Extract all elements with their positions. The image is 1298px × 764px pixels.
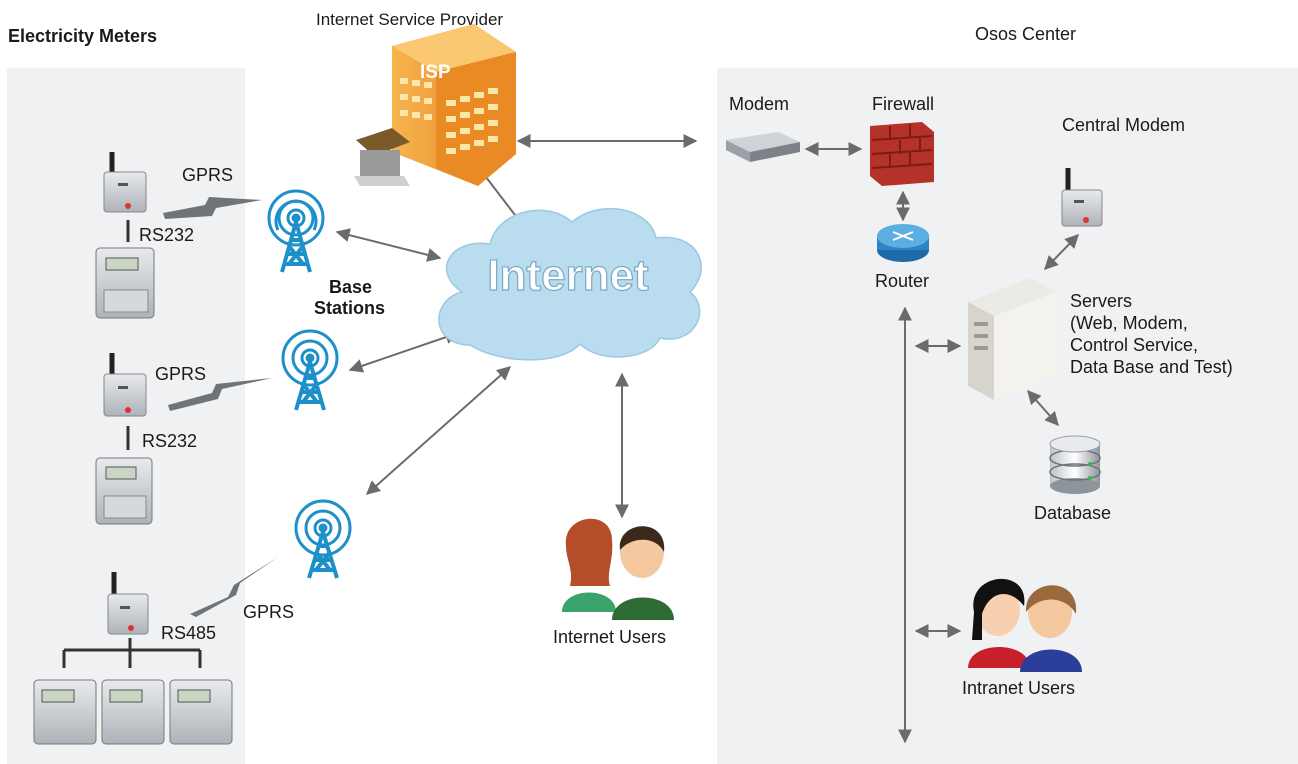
rs232-label-2: RS232 bbox=[142, 431, 198, 451]
electricity-meter-2 bbox=[95, 457, 153, 525]
gprs-bolt-2 bbox=[168, 378, 272, 411]
intranet-users-label: Intranet Users bbox=[962, 678, 1076, 698]
servers-label-line4: Data Base and Test) bbox=[1070, 357, 1233, 377]
firewall-icon bbox=[870, 122, 934, 186]
servers-label-line3: Control Service, bbox=[1070, 335, 1199, 355]
gprs-modem-1 bbox=[103, 152, 147, 213]
internet-label: Internet bbox=[487, 251, 649, 300]
electricity-meter-1 bbox=[95, 247, 155, 319]
gprs-label-1: GPRS bbox=[182, 165, 234, 185]
internet-users-label: Internet Users bbox=[553, 627, 667, 647]
header-osos-center: Osos Center bbox=[975, 24, 1077, 44]
internet-users-icon bbox=[562, 518, 674, 620]
gprs-modem-3 bbox=[107, 572, 149, 635]
gprs-bolt-1 bbox=[163, 197, 262, 219]
base-station-tower-1 bbox=[267, 189, 325, 273]
firewall-label: Firewall bbox=[872, 94, 935, 114]
base-stations-label-line1: Base bbox=[329, 277, 373, 297]
header-isp: Internet Service Provider bbox=[316, 10, 504, 29]
router-icon bbox=[877, 224, 929, 262]
intranet-users-icon bbox=[968, 578, 1082, 672]
database-label: Database bbox=[1034, 503, 1112, 523]
rs485-label: RS485 bbox=[161, 623, 217, 643]
gprs-label-3: GPRS bbox=[243, 602, 295, 622]
base-station-tower-2 bbox=[281, 329, 339, 411]
gprs-bolt-3 bbox=[190, 557, 278, 617]
rs232-label-1: RS232 bbox=[139, 225, 195, 245]
arrow-central-modem-servers bbox=[1044, 233, 1079, 271]
electricity-meter-3c bbox=[169, 679, 233, 745]
isp-building bbox=[354, 24, 516, 186]
arrow-tower1-internet bbox=[335, 228, 442, 262]
central-modem-label: Central Modem bbox=[1062, 115, 1186, 135]
central-modem-device bbox=[1061, 168, 1103, 227]
servers-device bbox=[968, 278, 1056, 400]
gprs-label-2: GPRS bbox=[155, 364, 207, 384]
gprs-modem-2 bbox=[103, 353, 147, 417]
servers-label: Servers (Web, Modem, Control Service, Da… bbox=[1070, 290, 1233, 378]
servers-label-line2: (Web, Modem, bbox=[1070, 313, 1188, 333]
servers-label-line1: Servers bbox=[1070, 291, 1133, 311]
internet-cloud bbox=[438, 207, 702, 361]
modem-label: Modem bbox=[729, 94, 790, 114]
base-station-tower-3 bbox=[294, 499, 352, 579]
electricity-meter-3a bbox=[33, 679, 97, 745]
arrow-tower3-internet bbox=[365, 366, 512, 495]
base-stations-label-line2: Stations bbox=[314, 298, 386, 318]
rs485-bus bbox=[62, 638, 202, 668]
isp-sign: ISP bbox=[420, 62, 451, 83]
header-electricity-meters: Electricity Meters bbox=[8, 26, 158, 46]
electricity-meter-3b bbox=[101, 679, 165, 745]
modem-device bbox=[726, 132, 800, 162]
arrow-servers-database bbox=[1027, 389, 1059, 427]
router-label: Router bbox=[875, 271, 930, 291]
arrow-tower2-internet bbox=[348, 330, 460, 373]
database-icon bbox=[1049, 435, 1101, 494]
